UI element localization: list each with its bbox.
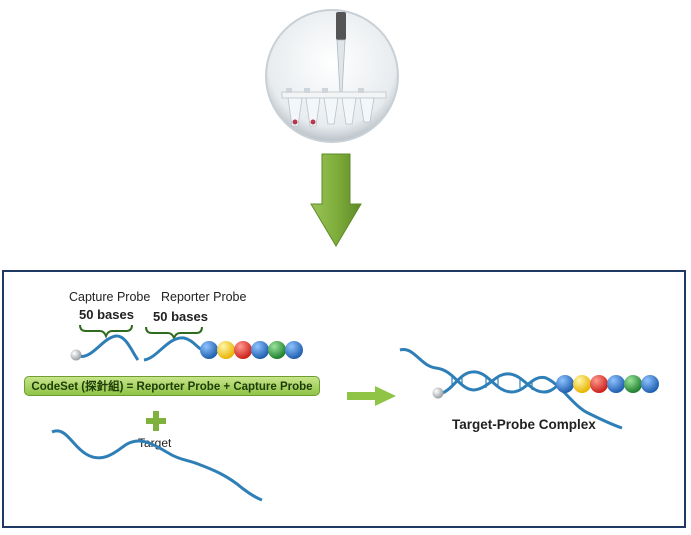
complex-label: Target-Probe Complex <box>452 417 596 432</box>
pipette-tubes-photo <box>265 9 399 143</box>
capture-probe-label: Capture Probe <box>69 290 151 304</box>
reporter-probe-bases: 50 bases <box>153 309 208 324</box>
down-arrow-icon <box>310 153 362 247</box>
target-label: Target <box>138 436 172 450</box>
reporter-probe-label: Reporter Probe <box>161 290 247 304</box>
capture-probe-bases: 50 bases <box>79 307 134 322</box>
codeset-bar: CodeSet (探針組) = Reporter Probe + Capture… <box>24 376 320 396</box>
